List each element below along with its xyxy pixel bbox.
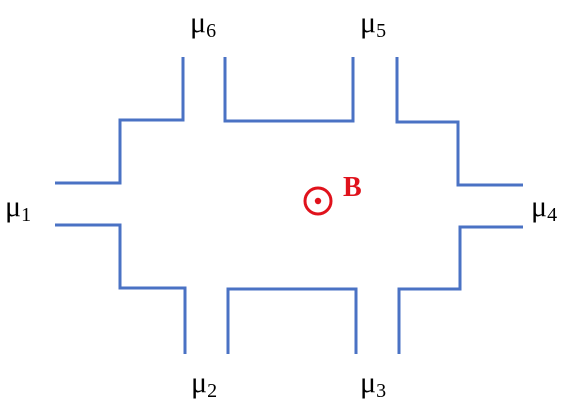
out-of-page-dot-circle-icon — [303, 186, 333, 216]
outline-lower-right — [397, 225, 523, 354]
outline-lower-left — [55, 223, 187, 354]
field-circle — [303, 186, 333, 216]
contact-label-1: μ1 — [5, 190, 31, 226]
contact-label-3: μ3 — [360, 366, 386, 399]
field-dot — [314, 197, 322, 205]
contact-label-5: μ5 — [360, 6, 386, 42]
outline-upper-left — [55, 57, 185, 185]
outline-bottom — [226, 287, 358, 354]
outline-top — [223, 57, 355, 123]
contact-label-2: μ2 — [191, 366, 217, 399]
contact-label-4: μ4 — [531, 190, 557, 226]
contact-label-6: μ6 — [190, 6, 216, 42]
hall-bar-outline — [55, 57, 523, 354]
outline-upper-right — [395, 57, 523, 187]
field-label: B — [343, 172, 362, 203]
